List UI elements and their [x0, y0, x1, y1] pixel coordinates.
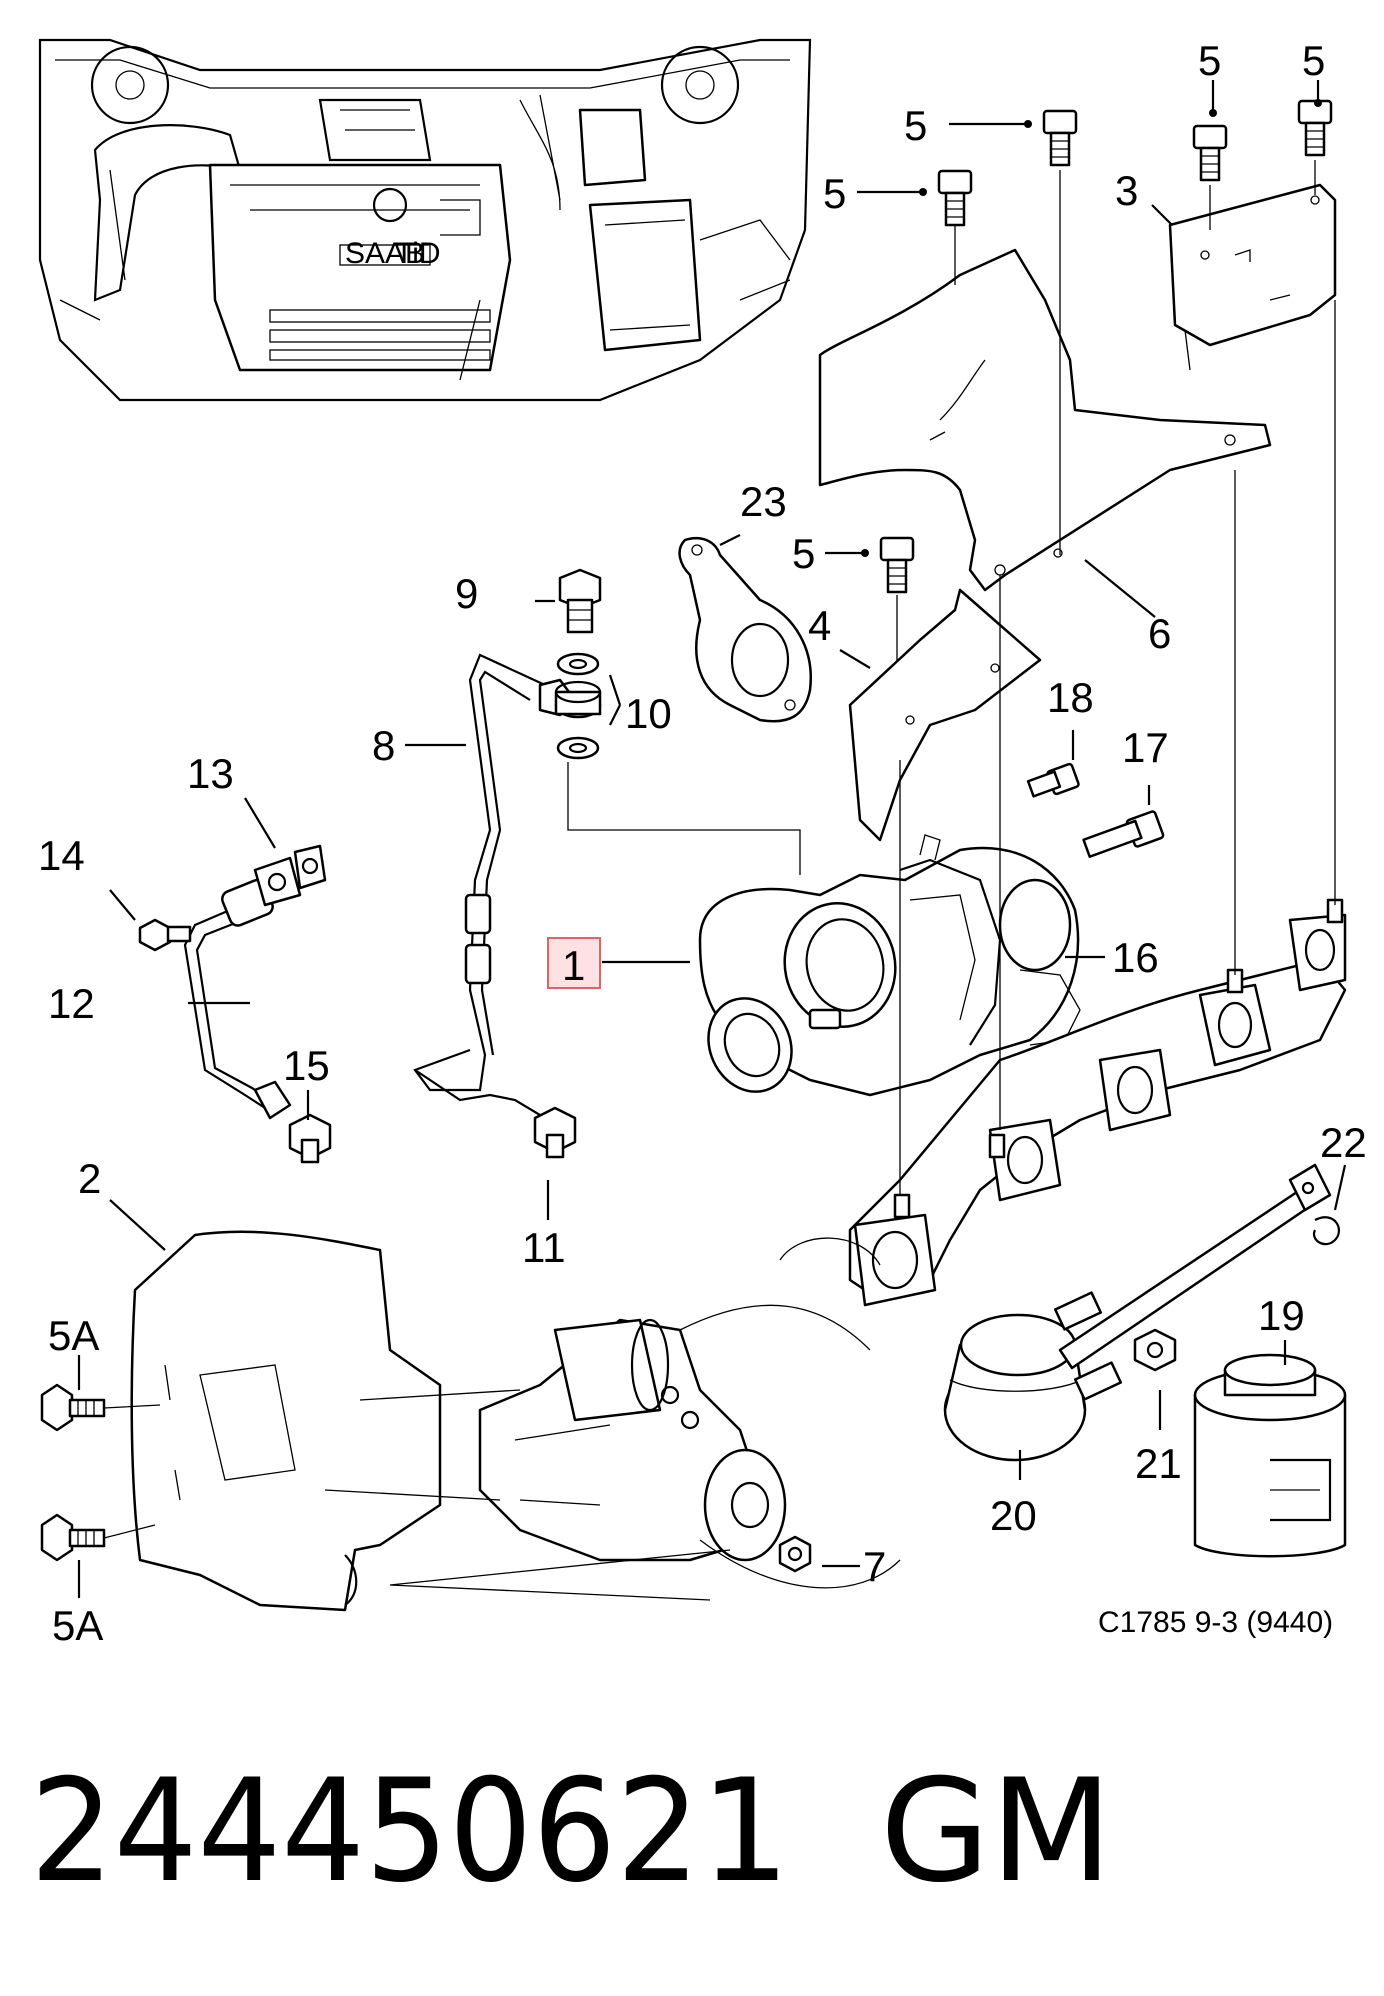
callout-5d: 5 — [823, 170, 846, 217]
callout-5b: 5 — [1198, 37, 1221, 84]
engine-cover-brand: SAAB — [345, 237, 425, 270]
callout-4: 4 — [808, 602, 831, 649]
sealing-washers-10 — [554, 652, 602, 760]
part-number: 24445062 — [30, 1749, 700, 1914]
banjo-bolt-9 — [558, 568, 602, 634]
oil-filter-19 — [1193, 1353, 1347, 1558]
callout-3: 3 — [1115, 167, 1138, 214]
callout-7: 7 — [863, 1543, 886, 1590]
callout-21: 21 — [1135, 1440, 1182, 1487]
nut-21 — [1133, 1328, 1177, 1372]
callout-18: 18 — [1047, 674, 1094, 721]
heat-shield-2 — [130, 1230, 442, 1612]
bolt-5A-lower — [40, 1513, 106, 1562]
starter-motor — [478, 1237, 901, 1589]
actuator-rod — [1058, 1163, 1332, 1370]
callout-6: 6 — [1148, 610, 1171, 657]
engine-cover-model: TiD — [395, 237, 441, 270]
callout-20: 20 — [990, 1492, 1037, 1539]
callout-19: 19 — [1258, 1292, 1305, 1339]
callout-10: 10 — [625, 690, 672, 737]
diagram-reference: C1785 9-3 (9440) — [1098, 1606, 1333, 1639]
callout-13: 13 — [187, 750, 234, 797]
callout-5c: 5 — [1302, 37, 1325, 84]
callout-12: 12 — [48, 980, 95, 1027]
callout-8: 8 — [372, 722, 395, 769]
circlip-22 — [1312, 1216, 1340, 1246]
heat-shield-bracket — [1168, 183, 1337, 371]
leader-lines — [77, 80, 1347, 1598]
callout-1: 1 — [562, 942, 585, 989]
callout-14: 14 — [38, 832, 85, 879]
bolt-17 — [1082, 810, 1165, 858]
wastegate-actuator-20 — [943, 1291, 1123, 1462]
highlight-box-callout-1 — [547, 937, 601, 989]
callout-11: 11 — [522, 1224, 566, 1271]
callout-23: 23 — [740, 478, 787, 525]
callout-5e: 5 — [792, 530, 815, 577]
callout-2: 2 — [78, 1155, 101, 1202]
engine-bay-overview: SAAB TiD — [38, 38, 812, 402]
union-15 — [288, 1113, 332, 1164]
callout-16: 16 — [1112, 934, 1159, 981]
callout-5A-upper: 5A — [48, 1312, 99, 1359]
bolt-icons-5 — [879, 99, 1333, 594]
callout-22: 22 — [1320, 1119, 1367, 1166]
bolt-14 — [138, 918, 192, 952]
oil-return-pipe-12 — [183, 878, 292, 1120]
bolt-18 — [1026, 762, 1080, 798]
turbocharger-1 — [698, 834, 1081, 1097]
callout-9: 9 — [455, 570, 478, 617]
callout-17: 17 — [1122, 724, 1169, 771]
heat-shield-4 — [848, 588, 1042, 842]
callout-15: 15 — [283, 1042, 330, 1089]
gasket-23 — [678, 536, 813, 723]
oil-feed-pipe-8 — [413, 653, 577, 1116]
part-number-tail: 1 — [700, 1749, 790, 1914]
bolt-5A-upper — [40, 1383, 106, 1432]
union-11 — [533, 1106, 577, 1159]
flange-gasket-13 — [253, 844, 327, 907]
callout-5a: 5 — [904, 102, 927, 149]
nut-7 — [778, 1535, 812, 1573]
callout-5A-lower: 5A — [52, 1602, 103, 1649]
brand-label: GM — [880, 1749, 1113, 1914]
